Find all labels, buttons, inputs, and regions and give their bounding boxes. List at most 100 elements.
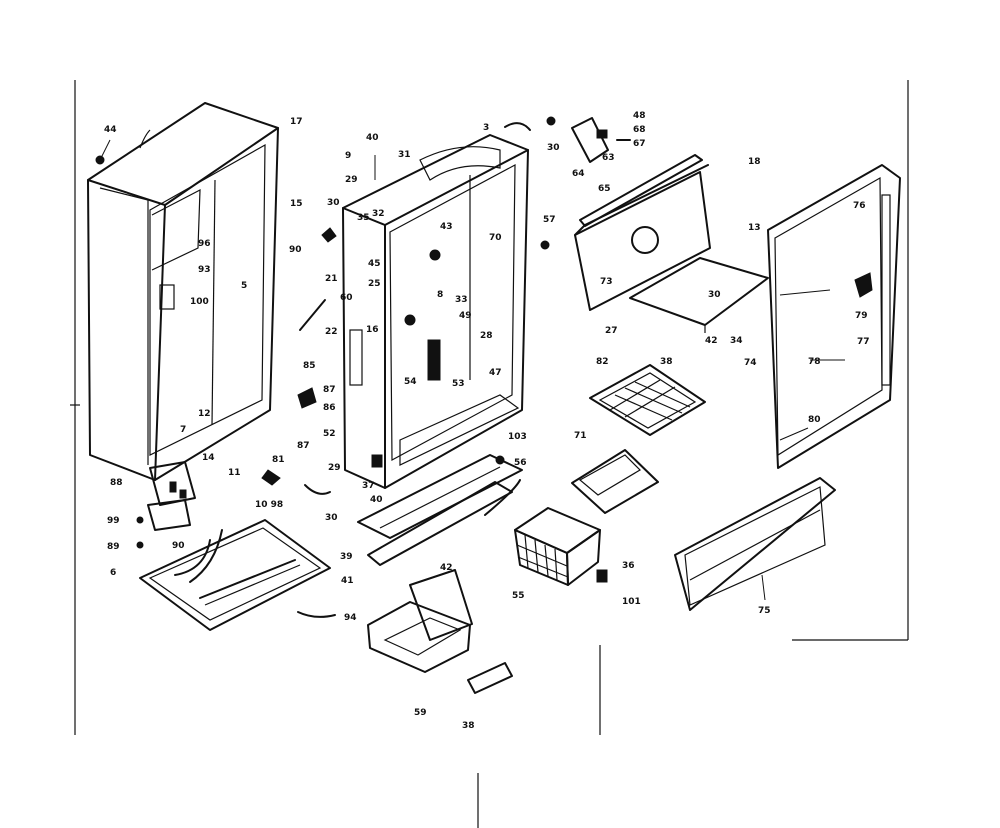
callout-48: 48 xyxy=(633,111,646,121)
callout-21: 21 xyxy=(325,274,338,284)
callout-53: 53 xyxy=(452,379,465,389)
ice-tray xyxy=(589,364,706,436)
callout-35a: 35 xyxy=(357,213,370,223)
small-parts xyxy=(95,155,550,618)
callout-60: 60 xyxy=(340,293,353,303)
callout-65: 65 xyxy=(598,184,611,194)
callout-15: 15 xyxy=(290,199,303,209)
callout-38b: 38 xyxy=(462,721,475,731)
callout-28: 28 xyxy=(480,331,493,341)
callout-33: 33 xyxy=(455,295,468,305)
kick-plate xyxy=(674,477,836,611)
callout-7: 7 xyxy=(180,425,186,435)
callout-18: 18 xyxy=(748,157,761,167)
callout-75: 75 xyxy=(758,606,771,616)
callout-30d: 30 xyxy=(325,513,338,523)
callout-45: 45 xyxy=(368,259,381,269)
callout-25: 25 xyxy=(368,279,381,289)
callout-16: 16 xyxy=(366,325,379,335)
callout-42b: 42 xyxy=(440,563,453,573)
callout-90b: 90 xyxy=(172,541,185,551)
callout-47: 47 xyxy=(489,368,502,378)
callout-78: 78 xyxy=(808,357,821,367)
callout-49: 49 xyxy=(459,311,472,321)
callout-40a: 40 xyxy=(366,133,379,143)
callout-29b: 29 xyxy=(328,463,341,473)
valve-assembly xyxy=(136,461,196,549)
callout-41: 41 xyxy=(341,576,354,586)
callout-30b: 30 xyxy=(327,198,340,208)
callout-56: 56 xyxy=(514,458,527,468)
callout-64: 64 xyxy=(572,169,585,179)
callout-13: 13 xyxy=(748,223,761,233)
callout-labels: 44 17 9 29 15 40 31 3 48 30 68 67 63 64 … xyxy=(104,111,870,731)
callout-68: 68 xyxy=(633,125,646,135)
callout-11: 11 xyxy=(228,468,241,478)
callout-27: 27 xyxy=(605,326,618,336)
callout-30c: 30 xyxy=(708,290,721,300)
callout-82: 82 xyxy=(596,357,609,367)
callout-59: 59 xyxy=(414,708,427,718)
callout-63: 63 xyxy=(602,153,615,163)
base-pan xyxy=(139,519,331,631)
door-rail xyxy=(357,454,523,566)
callout-89: 89 xyxy=(107,542,120,552)
callout-34: 34 xyxy=(730,336,743,346)
callout-12: 12 xyxy=(198,409,211,419)
callout-79: 79 xyxy=(855,311,868,321)
callout-93: 93 xyxy=(198,265,211,275)
callout-90: 90 xyxy=(289,245,302,255)
callout-14: 14 xyxy=(202,453,215,463)
inner-liner xyxy=(342,134,529,489)
callout-6: 6 xyxy=(110,568,116,578)
callout-57: 57 xyxy=(543,215,556,225)
evaporator-cover xyxy=(574,154,769,333)
callout-52: 52 xyxy=(323,429,336,439)
callout-94: 94 xyxy=(344,613,357,623)
callout-30a: 30 xyxy=(547,143,560,153)
callout-96: 96 xyxy=(198,239,211,249)
callout-81: 81 xyxy=(272,455,285,465)
callout-54: 54 xyxy=(404,377,417,387)
callout-86: 86 xyxy=(323,403,336,413)
callout-32: 32 xyxy=(372,209,385,219)
callout-101: 101 xyxy=(622,597,641,607)
callout-36: 36 xyxy=(622,561,635,571)
callout-87b: 87 xyxy=(297,441,310,451)
cabinet-shell xyxy=(87,102,279,481)
callout-77: 77 xyxy=(857,337,870,347)
callout-3: 3 xyxy=(483,123,489,133)
callout-99: 99 xyxy=(107,516,120,526)
callout-76a: 76 xyxy=(853,201,866,211)
callout-85: 85 xyxy=(303,361,316,371)
callout-88: 88 xyxy=(110,478,123,488)
callout-22: 22 xyxy=(325,327,338,337)
callout-5: 5 xyxy=(241,281,247,291)
callout-74: 74 xyxy=(744,358,757,368)
callout-80: 80 xyxy=(808,415,821,425)
callout-67: 67 xyxy=(633,139,646,149)
top-bracket xyxy=(504,116,631,163)
callout-42: 42 xyxy=(705,336,718,346)
callout-43: 43 xyxy=(440,222,453,232)
callout-40b: 40 xyxy=(370,495,383,505)
callout-10-98: 10 98 xyxy=(255,500,283,510)
callout-55: 55 xyxy=(512,591,525,601)
callout-70: 70 xyxy=(489,233,502,243)
callout-38a: 38 xyxy=(660,357,673,367)
callout-8: 8 xyxy=(437,290,443,300)
callout-31: 31 xyxy=(398,150,411,160)
crisper-drawer xyxy=(367,569,513,694)
callout-71: 71 xyxy=(574,431,587,441)
callout-37: 37 xyxy=(362,481,375,491)
door-panel xyxy=(767,164,901,469)
callout-9: 9 xyxy=(345,151,351,161)
callout-87a: 87 xyxy=(323,385,336,395)
leader-lines xyxy=(99,139,845,601)
callout-73: 73 xyxy=(600,277,613,287)
callout-44: 44 xyxy=(104,125,117,135)
ice-chute xyxy=(571,449,659,514)
callout-100: 100 xyxy=(190,297,209,307)
